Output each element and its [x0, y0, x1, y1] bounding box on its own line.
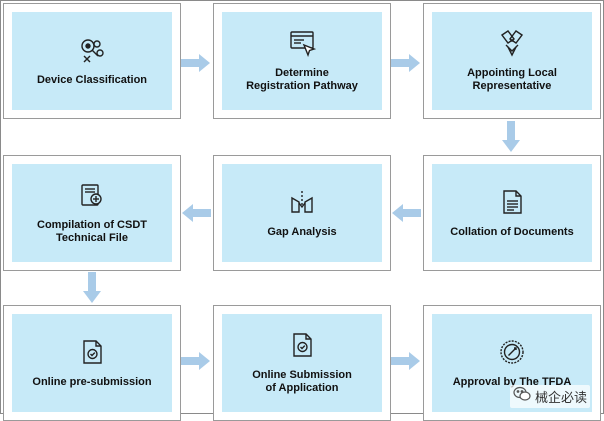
step-label: Compilation of CSDT Technical File	[37, 219, 147, 244]
document-check-icon	[288, 331, 316, 359]
step-collation-of-documents: Collation of Documents	[423, 155, 601, 271]
document-list-icon	[498, 188, 526, 216]
step-label: Gap Analysis	[267, 225, 337, 238]
approval-seal-icon	[498, 338, 526, 366]
step-label: Collation of Documents	[450, 225, 574, 238]
gap-analysis-icon	[288, 188, 316, 216]
step-online-submission-of-application: Online Submission of Application	[213, 305, 391, 421]
arrow-left	[181, 203, 211, 223]
arrow-right	[181, 53, 211, 73]
step-gap-analysis: Gap Analysis	[213, 155, 391, 271]
step-label: Device Classification	[36, 73, 148, 86]
arrow-right	[181, 351, 211, 371]
arrow-down	[82, 272, 102, 304]
arrow-left	[391, 203, 421, 223]
handshake-icon	[498, 29, 526, 57]
step-label: Online Submission of Application	[252, 369, 352, 394]
step-label: Online pre-submission	[32, 375, 152, 388]
step-online-pre-submission: Online pre-submission	[3, 305, 181, 421]
step-label: Determine Registration Pathway	[246, 67, 358, 92]
step-label: Appointing Local Representative	[467, 67, 557, 92]
step-appointing-local-representative: Appointing Local Representative	[423, 3, 601, 119]
wechat-icon	[513, 386, 531, 407]
step-compilation-csdt-technical-file: Compilation of CSDT Technical File	[3, 155, 181, 271]
arrow-right	[391, 351, 421, 371]
arrow-right	[391, 53, 421, 73]
document-check-icon	[78, 338, 106, 366]
magnifier-scissors-icon	[78, 36, 106, 64]
watermark-text: 械企必读	[534, 391, 587, 406]
step-device-classification: Device Classification	[3, 3, 181, 119]
technical-file-icon	[78, 181, 106, 209]
step-determine-registration-pathway: Determine Registration Pathway	[213, 3, 391, 119]
watermark: 械企必读	[509, 385, 590, 408]
step-label: Approval by The TFDA	[452, 375, 572, 388]
pathway-window-icon	[288, 29, 316, 57]
arrow-down	[501, 121, 521, 153]
